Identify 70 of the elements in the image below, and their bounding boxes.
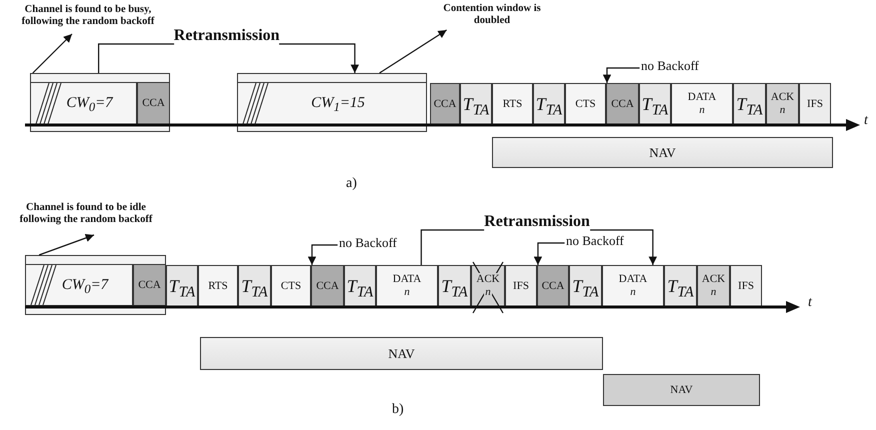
slot-index: n bbox=[780, 104, 786, 117]
ack-slot bbox=[766, 83, 799, 125]
ack-slot bbox=[471, 265, 505, 307]
axis-label: t bbox=[808, 295, 812, 311]
slot-label: DATA bbox=[392, 273, 422, 286]
edge-label: Retransmission bbox=[484, 213, 590, 231]
cca-slot: CCA bbox=[137, 82, 170, 125]
annotation-text: no Backoff bbox=[339, 236, 409, 254]
arrow bbox=[534, 242, 565, 265]
frame-slot: CTS bbox=[271, 265, 311, 307]
arrow bbox=[38, 234, 94, 256]
turnaround-slot: T$_{TA}$ bbox=[664, 265, 697, 307]
cca-slot: CCA bbox=[430, 83, 460, 125]
slot-label: DATA bbox=[618, 273, 648, 286]
slot-label: DATA bbox=[688, 91, 716, 104]
slot-label: ACK bbox=[702, 273, 726, 286]
nav-bar: NAV bbox=[200, 337, 603, 370]
annotation-text: no Backoff bbox=[641, 59, 711, 77]
frame-slot: CTS bbox=[565, 83, 606, 125]
arrow bbox=[32, 34, 72, 74]
nav-bar: NAV bbox=[492, 137, 833, 168]
backoff-frame bbox=[25, 255, 166, 315]
backoff-frame bbox=[30, 73, 170, 132]
turnaround-slot: T$_{TA}$ bbox=[344, 265, 376, 307]
turnaround-slot: T$_{TA}$ bbox=[569, 265, 602, 307]
slot-index: n bbox=[630, 286, 636, 299]
annotation-text: no Backoff bbox=[566, 234, 636, 252]
backoff-frame bbox=[237, 73, 427, 132]
panel-label: b) bbox=[392, 402, 404, 418]
slot-label: ACK bbox=[475, 273, 501, 286]
arrow bbox=[602, 67, 640, 83]
slot-label: CW$_{0}$=7 bbox=[66, 95, 113, 111]
frame-slot bbox=[376, 265, 438, 307]
turnaround-slot: T$_{TA}$ bbox=[166, 265, 198, 307]
cca-slot: CCA bbox=[537, 265, 569, 307]
turnaround-slot: T$_{TA}$ bbox=[460, 83, 492, 125]
axis-label: t bbox=[864, 113, 868, 129]
slot-label: ACK bbox=[770, 91, 794, 104]
cca-slot: CCA bbox=[606, 83, 639, 125]
turnaround-slot: T$_{TA}$ bbox=[639, 83, 671, 125]
nav-bar: NAV bbox=[603, 374, 760, 406]
slot-index: n bbox=[404, 286, 410, 299]
frame-slot: RTS bbox=[198, 265, 238, 307]
contention-window-slot bbox=[237, 82, 427, 125]
arrow bbox=[308, 244, 338, 265]
annotation-text: Channel is found to be busy, following the random backoff bbox=[8, 4, 168, 34]
ifs-slot: IFS bbox=[730, 265, 762, 307]
arrow bbox=[379, 30, 447, 74]
frame-slot: RTS bbox=[492, 83, 533, 125]
annotation-text: Channel is found to be idle following the random backoff bbox=[6, 202, 166, 232]
turnaround-slot: T$_{TA}$ bbox=[733, 83, 766, 125]
panel-label: a) bbox=[346, 176, 357, 192]
ifs-slot: IFS bbox=[799, 83, 831, 125]
slot-index: n bbox=[699, 104, 705, 117]
slot-label: CW$_{0}$=7 bbox=[62, 277, 108, 293]
contention-window-slot bbox=[30, 82, 137, 125]
turnaround-slot: T$_{TA}$ bbox=[438, 265, 471, 307]
edge-label: Retransmission bbox=[174, 27, 280, 45]
turnaround-slot: T$_{TA}$ bbox=[533, 83, 565, 125]
cca-slot: CCA bbox=[133, 264, 166, 306]
frame-slot bbox=[602, 265, 664, 307]
ifs-slot: IFS bbox=[505, 265, 537, 307]
contention-window-slot bbox=[25, 264, 133, 306]
slot-label: CW$_{1}$=15 bbox=[311, 95, 365, 111]
frame-slot bbox=[671, 83, 733, 125]
cca-slot: CCA bbox=[311, 265, 344, 307]
turnaround-slot: T$_{TA}$ bbox=[238, 265, 271, 307]
ack-slot bbox=[697, 265, 730, 307]
slot-index: n bbox=[710, 286, 716, 299]
annotation-text: Contention window is doubled bbox=[438, 3, 546, 33]
